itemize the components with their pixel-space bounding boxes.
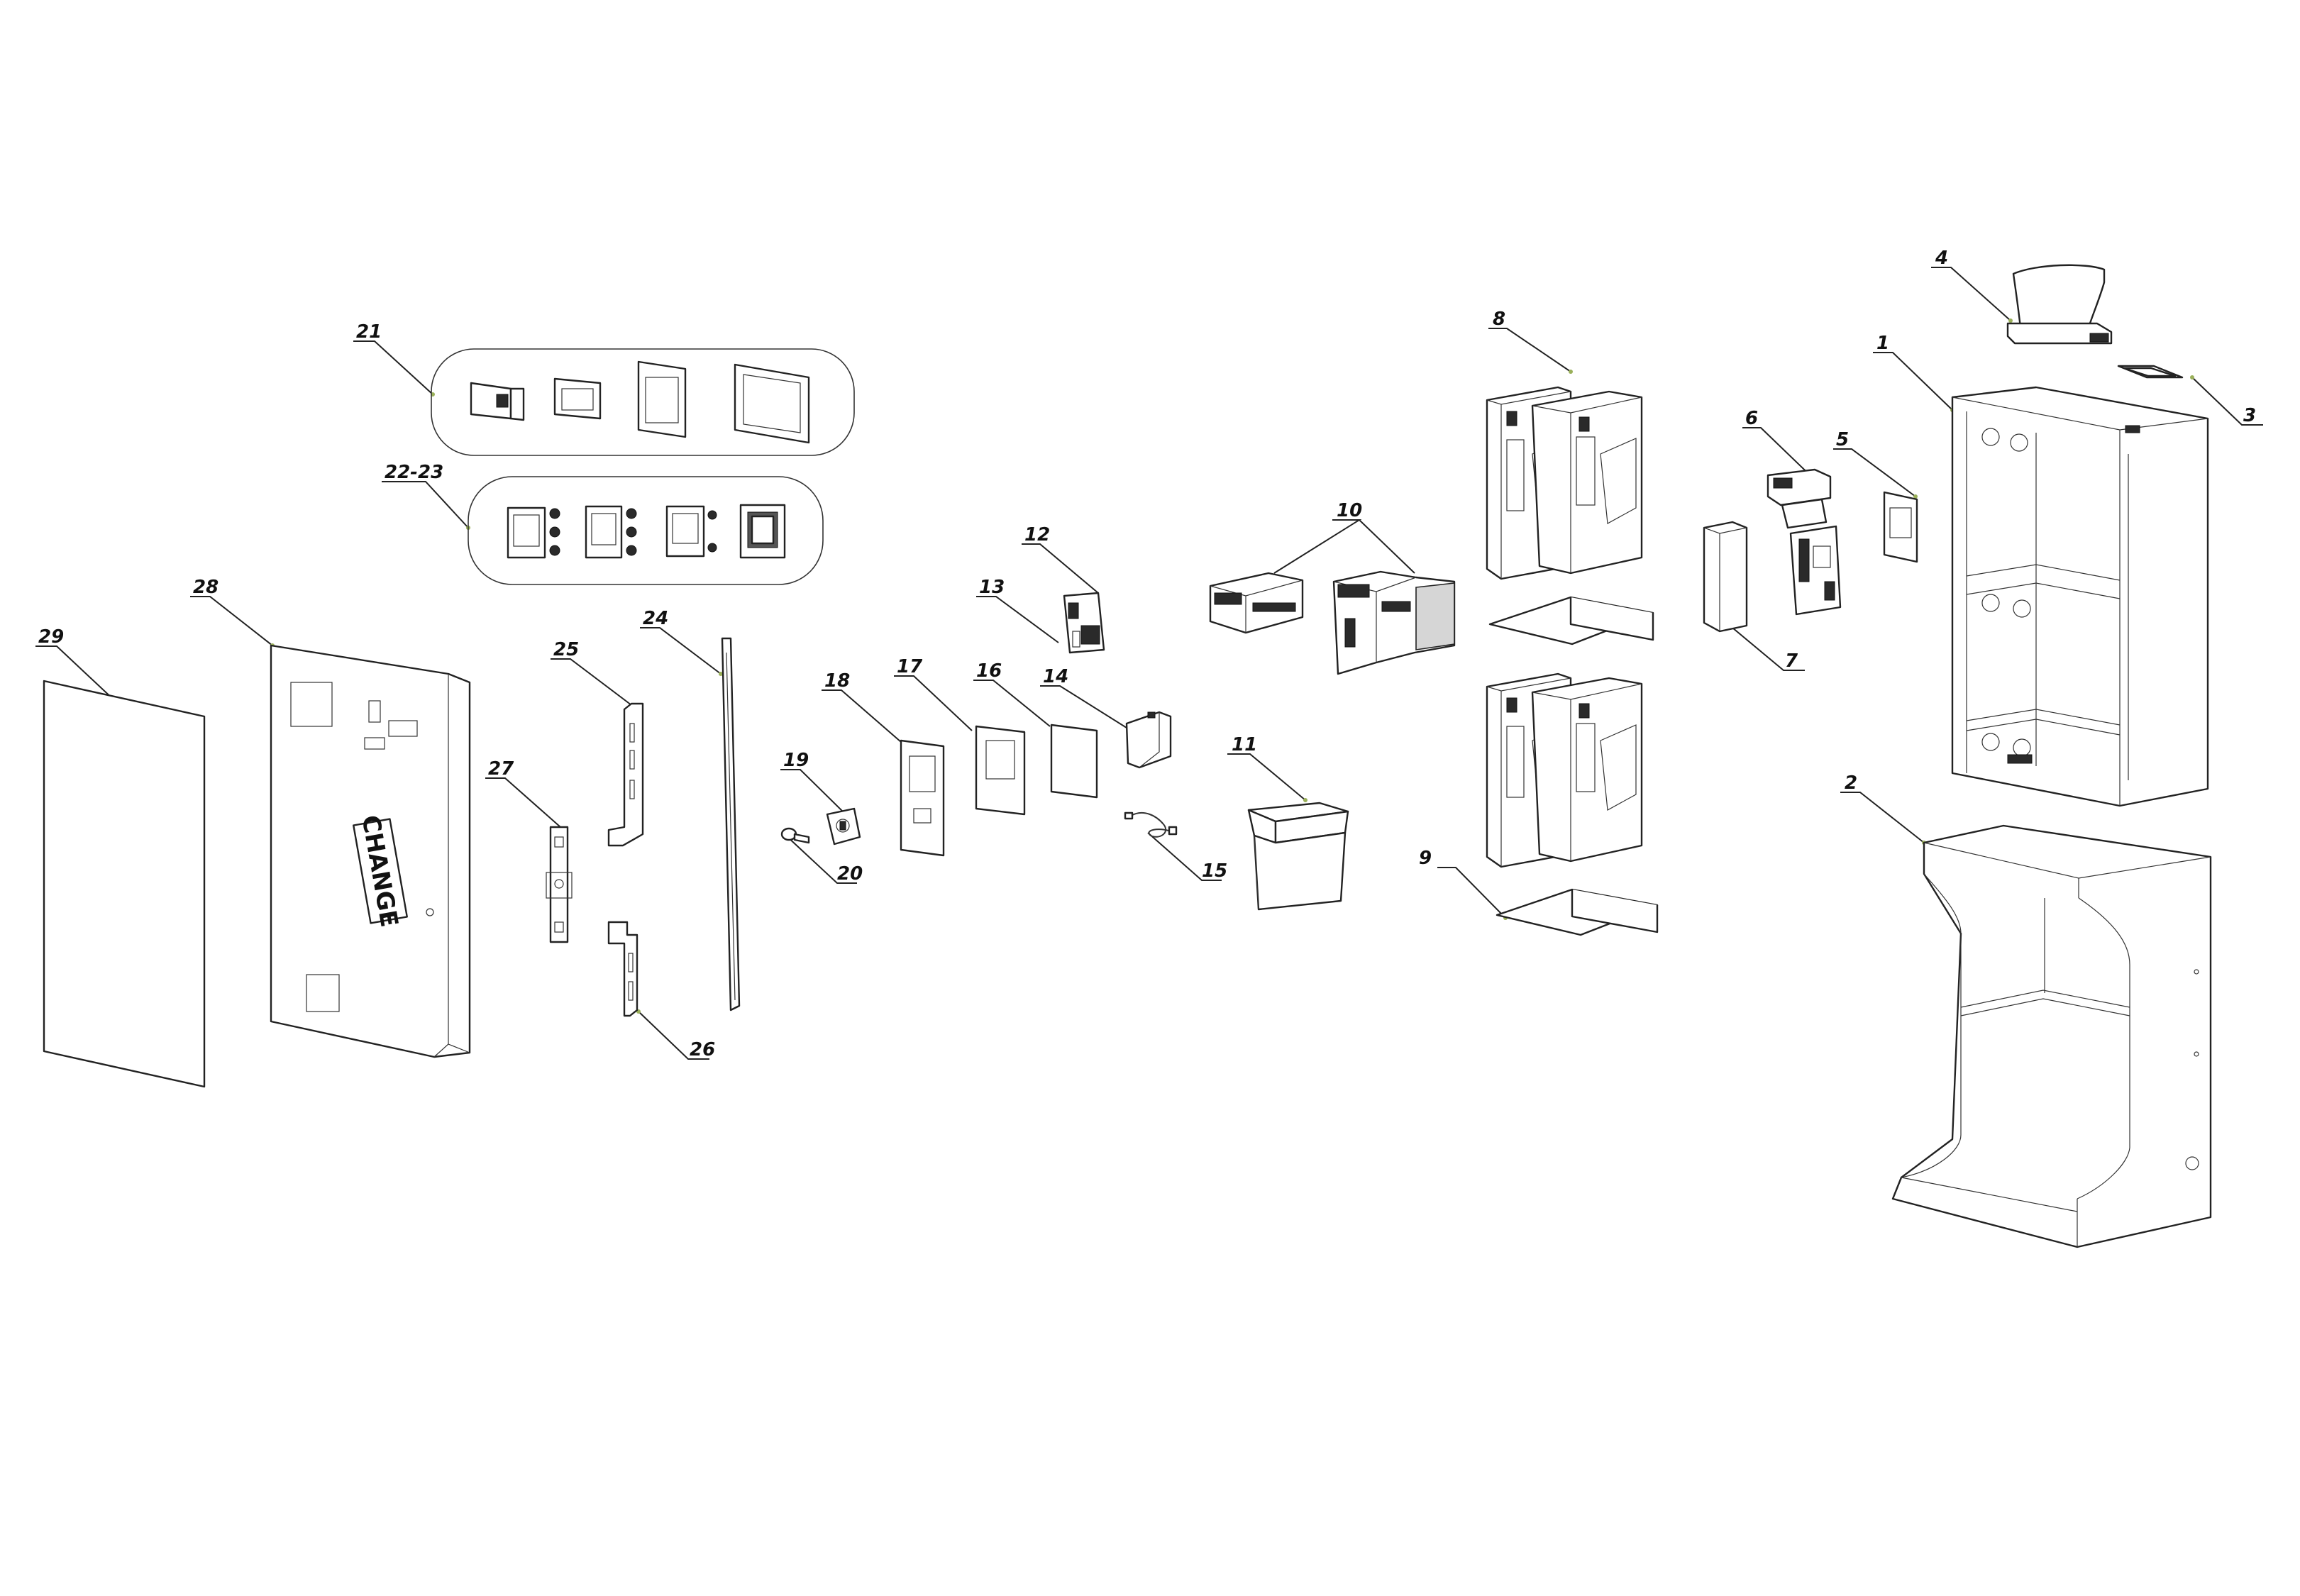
part-15-cable bbox=[1124, 811, 1178, 838]
callout-28: 28 bbox=[193, 577, 219, 598]
kit-21-part-d bbox=[734, 363, 810, 444]
part-8-upper-stackers bbox=[1486, 386, 1643, 580]
part-27-lock-bar bbox=[546, 826, 573, 943]
part-5-display bbox=[1883, 491, 1918, 563]
part-2-base-stand bbox=[1891, 824, 2212, 1248]
callout-9: 9 bbox=[1419, 848, 1432, 869]
callout-29: 29 bbox=[38, 626, 64, 648]
part-17-bezel-plate bbox=[975, 725, 1026, 816]
validator-a bbox=[1209, 572, 1304, 634]
kit-group-22-23 bbox=[468, 476, 824, 585]
callout-15: 15 bbox=[1202, 860, 1227, 882]
validator-b bbox=[1332, 570, 1456, 675]
part-20-key bbox=[780, 827, 810, 844]
upper-stacker-2 bbox=[1531, 390, 1643, 575]
part-14-housing bbox=[1125, 711, 1172, 769]
part-18-bezel-plate bbox=[900, 739, 945, 857]
callout-12: 12 bbox=[1024, 524, 1050, 545]
part-29-front-panel bbox=[43, 680, 206, 1088]
part-12-13-coin-mech bbox=[1063, 592, 1105, 654]
upper-tray bbox=[1488, 596, 1654, 645]
callout-7: 7 bbox=[1785, 650, 1798, 672]
callout-1: 1 bbox=[1876, 333, 1889, 354]
callout-22-23: 22-23 bbox=[385, 462, 443, 483]
callout-20: 20 bbox=[837, 863, 863, 885]
part-9-lower-tray bbox=[1495, 888, 1659, 936]
kit-22-part-a bbox=[507, 506, 560, 559]
callout-10: 10 bbox=[1337, 500, 1362, 521]
callout-17: 17 bbox=[897, 656, 923, 677]
callout-21: 21 bbox=[356, 321, 382, 343]
part-3-lid-plate bbox=[2117, 365, 2184, 379]
kit-21-part-a bbox=[470, 382, 525, 421]
callout-8: 8 bbox=[1493, 309, 1505, 330]
kit-22-part-b bbox=[585, 505, 637, 559]
part-11-bin bbox=[1247, 802, 1349, 911]
part-7-chute bbox=[1703, 521, 1748, 633]
callout-18: 18 bbox=[824, 670, 850, 692]
callout-27: 27 bbox=[488, 758, 514, 780]
callout-24: 24 bbox=[643, 608, 668, 629]
part-10-bill-validators bbox=[1209, 570, 1456, 675]
callout-5: 5 bbox=[1836, 429, 1849, 450]
kit-group-21 bbox=[431, 348, 855, 456]
callout-19: 19 bbox=[783, 750, 809, 771]
kit-22-part-c bbox=[665, 505, 717, 558]
callout-13: 13 bbox=[979, 577, 1005, 598]
callout-11: 11 bbox=[1232, 734, 1257, 755]
part-28-front-door: CHANGE bbox=[270, 644, 471, 1058]
callout-25: 25 bbox=[553, 639, 579, 660]
kit-22-part-d bbox=[739, 504, 786, 559]
part-4-topper bbox=[2006, 264, 2113, 345]
part-19-lock bbox=[826, 807, 861, 846]
callout-3: 3 bbox=[2243, 405, 2256, 426]
callout-14: 14 bbox=[1043, 666, 1068, 687]
callout-26: 26 bbox=[690, 1039, 715, 1060]
callout-16: 16 bbox=[976, 660, 1002, 682]
callout-4: 4 bbox=[1935, 248, 1948, 269]
part-16-cover-plate bbox=[1050, 724, 1098, 799]
kit-21-part-b bbox=[553, 377, 602, 420]
part-26-lower-bracket bbox=[607, 921, 638, 1017]
callout-6: 6 bbox=[1745, 408, 1758, 429]
kit-21-part-c bbox=[637, 360, 687, 438]
part-25-upper-bracket bbox=[607, 702, 644, 847]
callout-labels: 1 2 3 4 5 6 7 8 9 10 11 12 13 14 15 16 1… bbox=[38, 248, 2256, 1060]
callout-2: 2 bbox=[1845, 772, 1857, 794]
part-6-dispenser bbox=[1767, 468, 1842, 616]
part-1-main-cabinet bbox=[1951, 386, 2209, 807]
lower-stacker-2 bbox=[1531, 677, 1643, 863]
part-24-vertical-rail bbox=[721, 637, 741, 1012]
lower-stackers bbox=[1486, 672, 1643, 868]
